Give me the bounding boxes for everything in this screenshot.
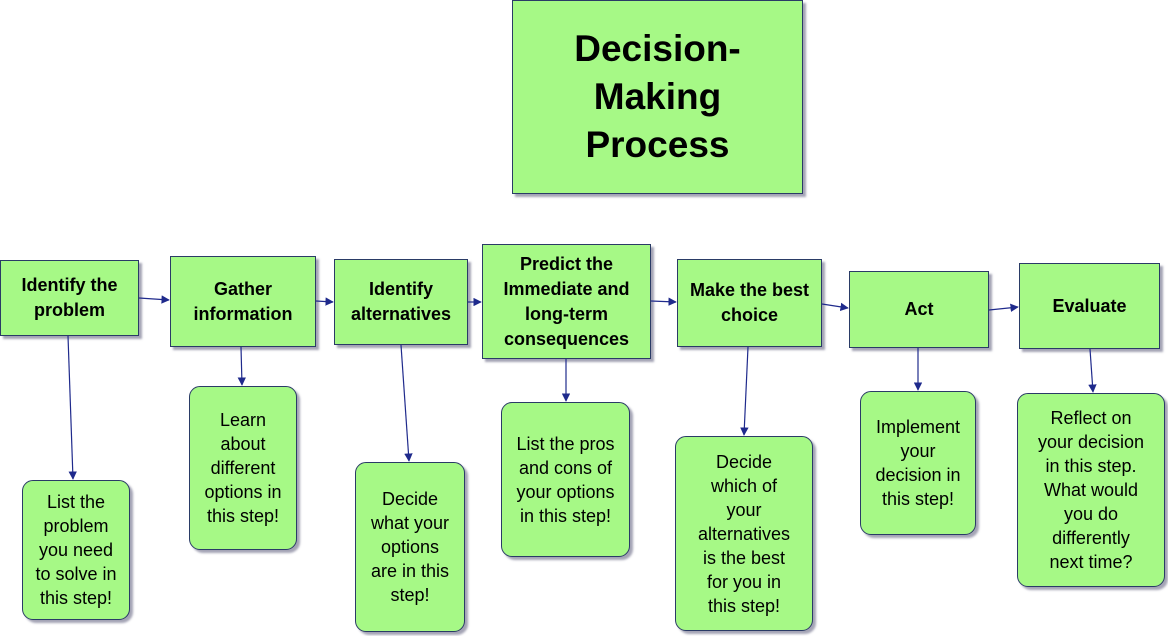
note-text: Learn about different options in this st…: [204, 410, 282, 526]
note-gather-information: Learn about different options in this st…: [189, 386, 297, 550]
arrow-step1-to-note: [67, 335, 77, 480]
diagram-title: Decision- Making Process: [574, 28, 741, 165]
arrow-step5-to-step6: [821, 302, 849, 312]
arrow-step7-to-note: [1088, 348, 1097, 393]
note-text: Decide which of your alternatives is the…: [697, 451, 791, 616]
step-act: Act: [849, 271, 989, 348]
step-predict-consequences: Predict the Immediate and long-term cons…: [482, 244, 651, 359]
step-label: Make the best choice: [689, 280, 810, 325]
note-make-best-choice: Decide which of your alternatives is the…: [675, 436, 813, 631]
step-label: Predict the Immediate and long-term cons…: [503, 253, 630, 349]
note-text: Decide what your options are in this ste…: [370, 489, 450, 605]
arrow-step6-to-step7: [988, 303, 1019, 312]
note-act: Implement your decision in this step!: [860, 391, 976, 535]
arrow-step4-to-step5: [650, 297, 677, 306]
step-identify-alternatives: Identify alternatives: [334, 259, 468, 345]
note-identify-problem: List the problem you need to solve in th…: [22, 480, 130, 620]
note-text: List the pros and cons of your options i…: [516, 433, 615, 526]
step-label: Gather information: [193, 278, 293, 324]
step-label: Identify alternatives: [350, 279, 452, 324]
step-identify-problem: Identify the problem: [0, 260, 139, 336]
arrow-step2-to-note: [237, 346, 246, 386]
arrow-step1-to-step2: [138, 295, 170, 304]
step-gather-information: Gather information: [170, 256, 316, 347]
step-label: Act: [904, 299, 934, 319]
note-evaluate: Reflect on your decision in this step. W…: [1017, 393, 1165, 587]
step-label: Identify the problem: [21, 275, 118, 320]
note-text: Implement your decision in this step!: [875, 417, 961, 509]
note-text: Reflect on your decision in this step. W…: [1037, 408, 1145, 572]
title-box: Decision- Making Process: [512, 0, 803, 194]
arrow-step2-to-step3: [315, 297, 334, 306]
step-make-best-choice: Make the best choice: [677, 259, 822, 347]
arrow-step5-to-note: [740, 346, 749, 436]
arrow-step3-to-note: [400, 344, 413, 462]
note-predict-consequences: List the pros and cons of your options i…: [501, 402, 630, 557]
note-identify-alternatives: Decide what your options are in this ste…: [355, 462, 465, 632]
note-text: List the problem you need to solve in th…: [35, 492, 117, 608]
step-evaluate: Evaluate: [1019, 263, 1160, 349]
step-label: Evaluate: [1052, 295, 1127, 316]
